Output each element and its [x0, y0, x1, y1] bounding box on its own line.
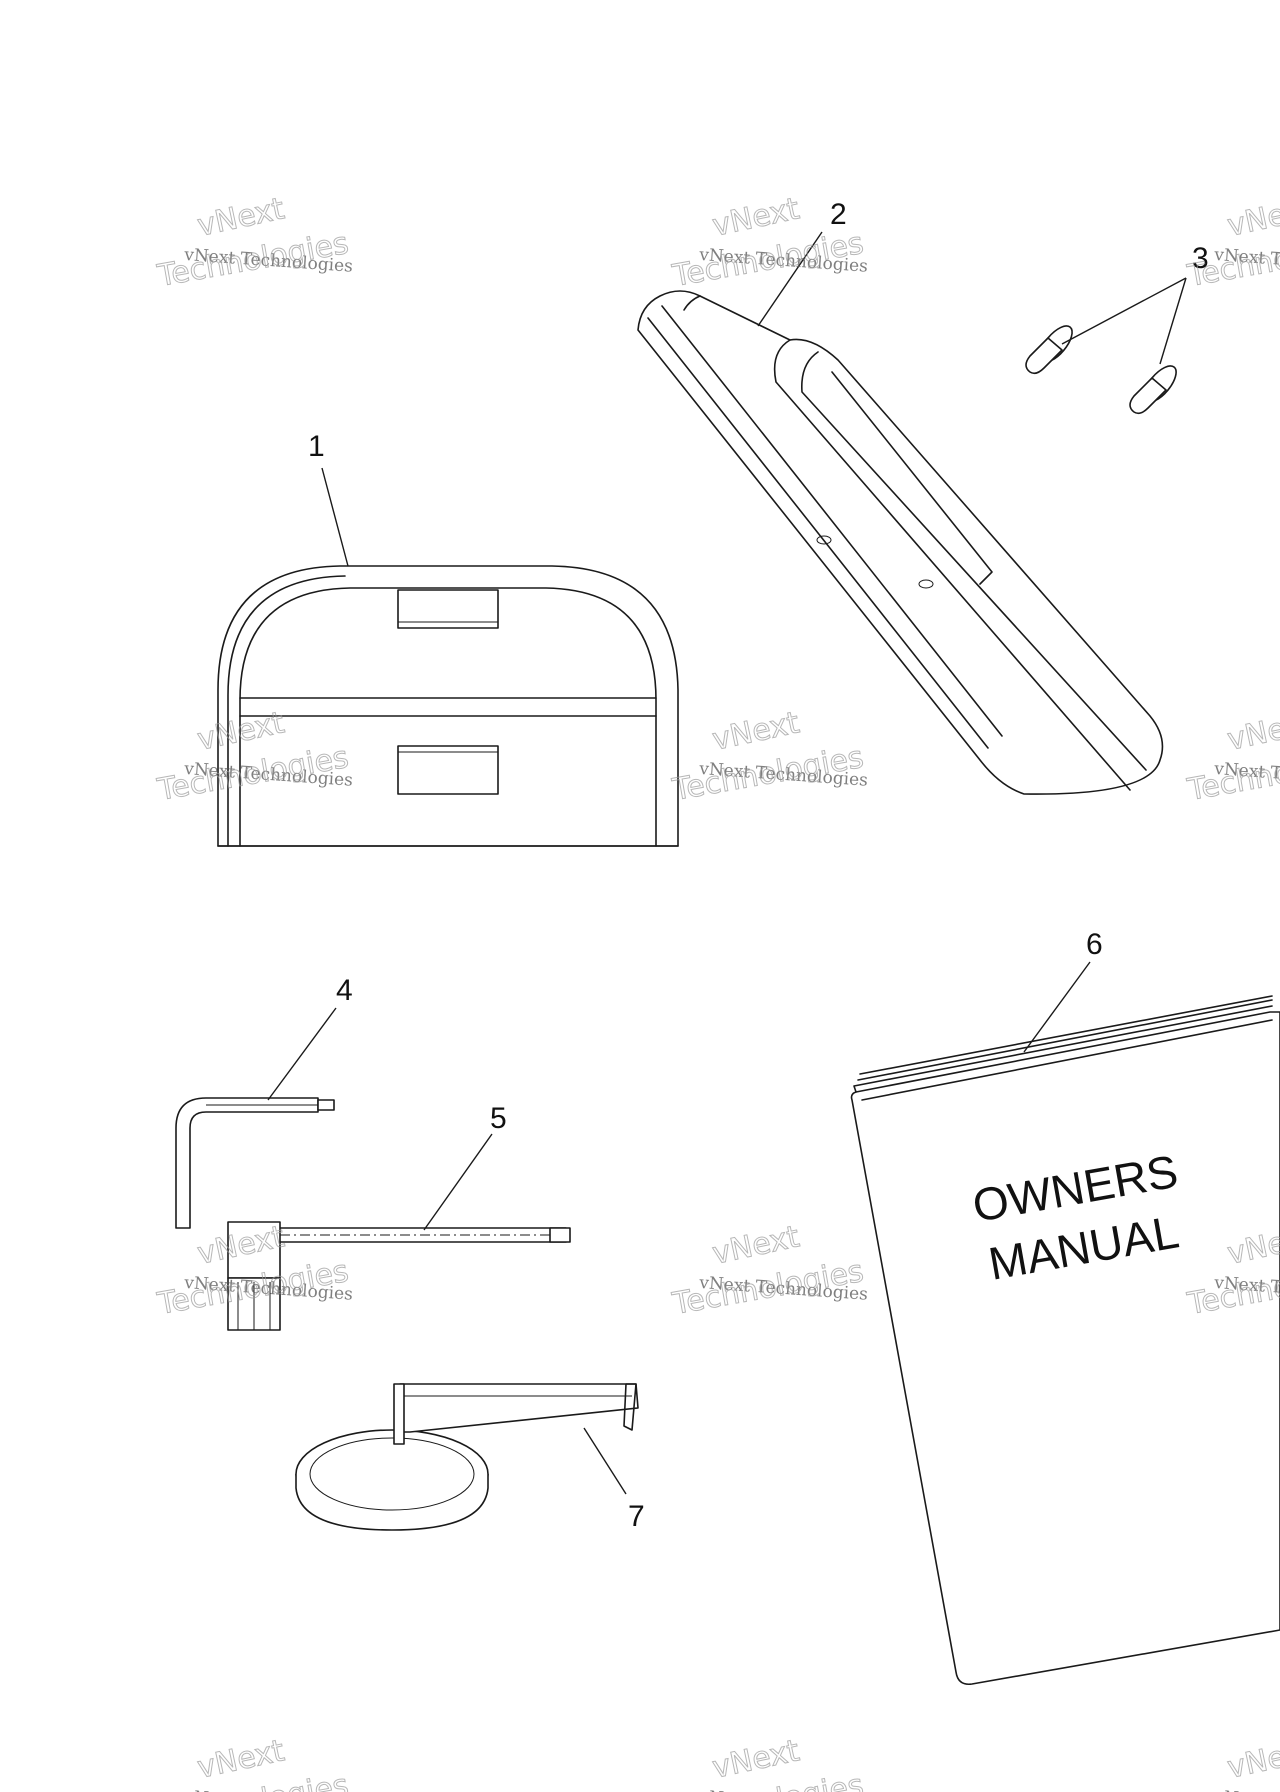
- leader-3b: [1159, 277, 1187, 365]
- part-7-strap-roll: [295, 1383, 639, 1531]
- svg-text:Technologies: Technologies: [154, 226, 351, 294]
- leader-1: [321, 467, 349, 567]
- part-1-tool-pouch: [217, 565, 679, 847]
- callout-3: 3: [1192, 242, 1209, 275]
- part-3-rivets: [1025, 325, 1177, 415]
- svg-text:vNext: vNext: [709, 1733, 802, 1786]
- callout-5: 5: [490, 1102, 507, 1135]
- callout-2: 2: [830, 198, 847, 231]
- callout-6: 6: [1086, 928, 1103, 961]
- watermark-r2-c3: vNext vNext Technologies Technologies: [1184, 705, 1280, 809]
- svg-text:vNext: vNext: [1224, 191, 1280, 244]
- part-4-allen-key: [175, 1097, 335, 1229]
- leader-2: [757, 231, 823, 327]
- svg-text:vNext: vNext: [1224, 1733, 1280, 1786]
- svg-text:vNext: vNext: [709, 1219, 802, 1272]
- watermark-r4-c3: vNext vNext Technologies Technologies: [1184, 1733, 1280, 1792]
- watermark-r2-c2: vNext vNext Technologies Technologies: [669, 705, 869, 809]
- rivet-b: [1129, 365, 1177, 415]
- part-6-owners-manual: OWNERS MANUAL: [850, 995, 1280, 1686]
- svg-text:vNext Technologies: vNext Technologies: [1213, 1787, 1280, 1792]
- svg-text:vNext: vNext: [194, 191, 287, 244]
- leader-3a: [1061, 277, 1187, 345]
- watermark-r4-c1: vNext vNext Technologies Technologies: [154, 1733, 354, 1792]
- callouts: 1 2 3 4 5 6 7: [308, 198, 1209, 1533]
- svg-text:Technologies: Technologies: [669, 226, 866, 294]
- leader-5: [423, 1133, 493, 1231]
- part-2-holder-plate: [637, 290, 1164, 795]
- svg-text:vNext: vNext: [709, 191, 802, 244]
- watermark-r3-c2: vNext vNext Technologies Technologies: [669, 1219, 869, 1323]
- svg-text:vNext: vNext: [194, 1733, 287, 1786]
- svg-text:vNext: vNext: [1224, 705, 1280, 758]
- callout-4: 4: [336, 974, 353, 1007]
- svg-text:Technologies: Technologies: [669, 1254, 866, 1322]
- watermark-r1-c1: vNext vNext Technologies Technologies: [154, 191, 354, 295]
- leader-4: [267, 1007, 337, 1101]
- part-5-socket-wrench: [227, 1221, 571, 1331]
- leader-6: [1023, 961, 1091, 1053]
- leader-lines: [267, 231, 1187, 1495]
- rivet-a: [1025, 325, 1073, 375]
- svg-text:vNext: vNext: [709, 705, 802, 758]
- leader-7: [583, 1427, 627, 1495]
- callout-7: 7: [628, 1500, 645, 1533]
- svg-text:Technologies: Technologies: [669, 740, 866, 808]
- watermark-r4-c2: vNext vNext Technologies Technologies: [669, 1733, 869, 1792]
- callout-1: 1: [308, 430, 325, 463]
